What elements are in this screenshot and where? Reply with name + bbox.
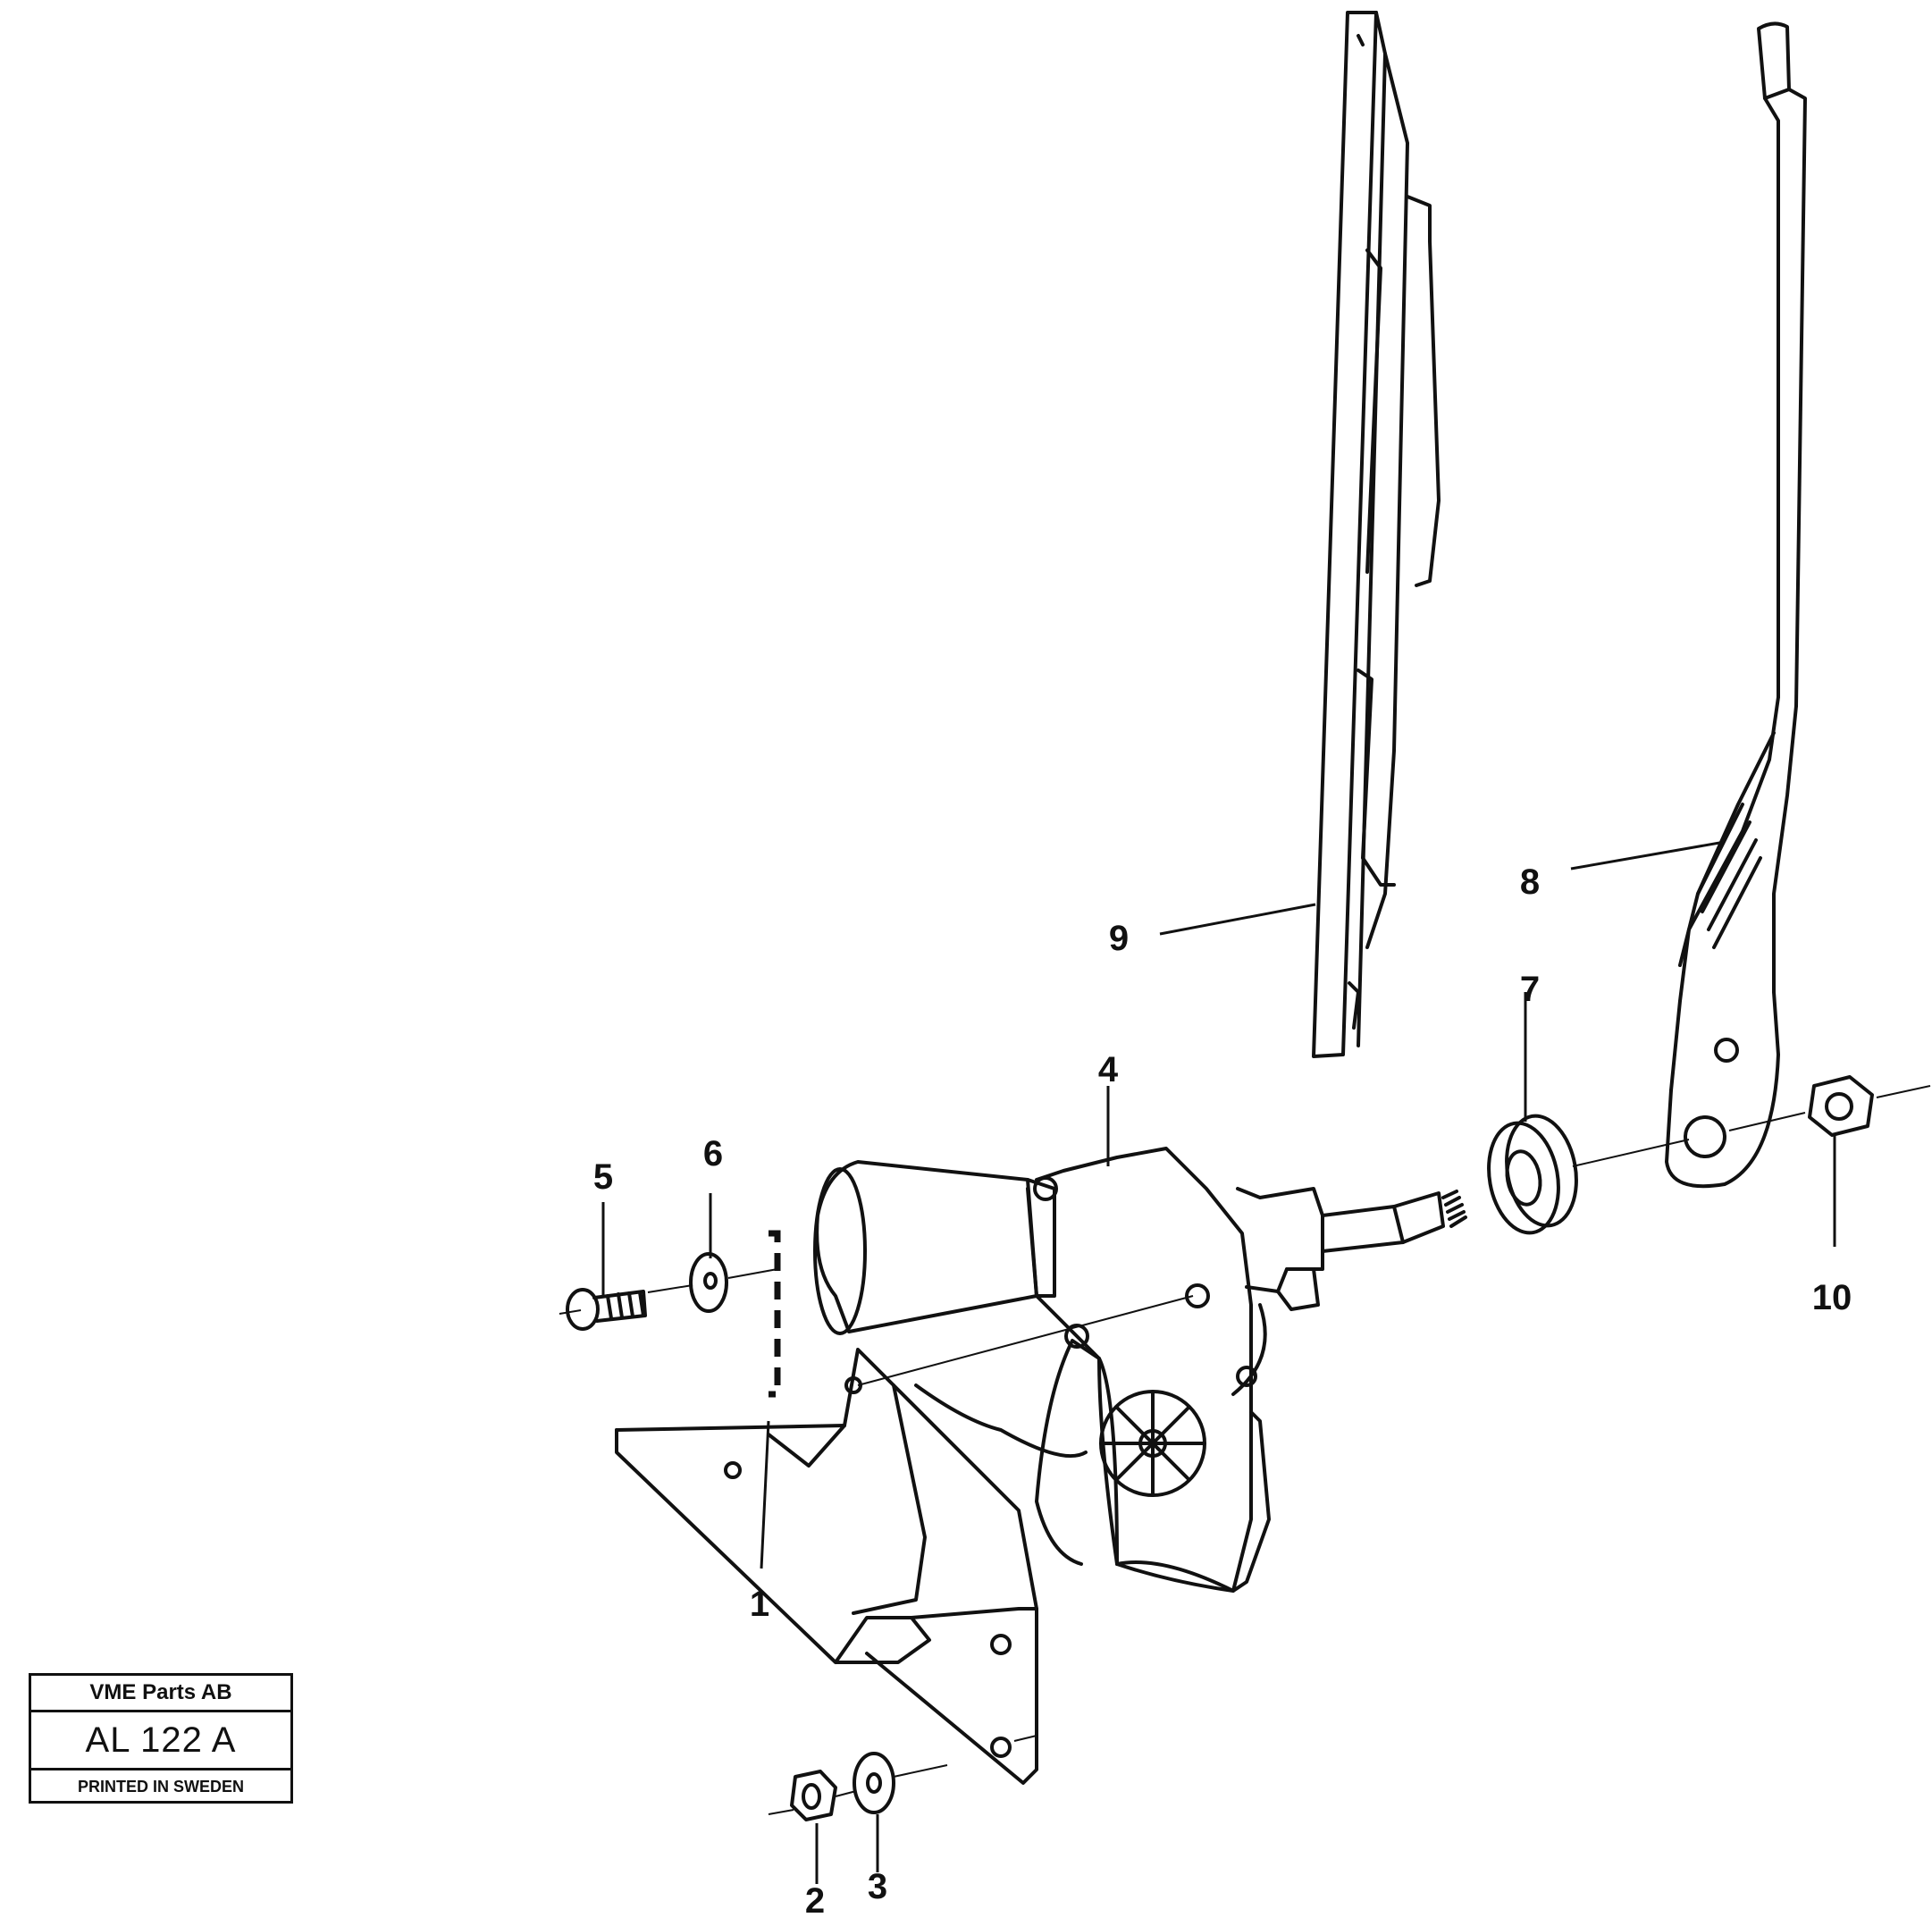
callout-1: 1 [750, 1585, 769, 1624]
callout-2: 2 [805, 1881, 825, 1921]
callout-6: 6 [703, 1134, 723, 1173]
washer-lower [853, 1752, 895, 1814]
drawing-number: AL 122 A [31, 1712, 290, 1770]
callout-4: 4 [1098, 1050, 1119, 1089]
title-block: VME Parts AB AL 122 A PRINTED IN SWEDEN [29, 1673, 293, 1804]
rubber-grommet [1487, 1114, 1578, 1235]
wiper-motor [813, 1147, 1467, 1593]
washer-upper [689, 1252, 728, 1313]
callout-labels: 9 8 7 4 5 6 10 1 2 3 [593, 862, 1852, 1921]
nut-lower [790, 1770, 837, 1821]
leader-lines [601, 840, 1836, 1884]
assembly-axis-lines [559, 1085, 1931, 1815]
printed-note: PRINTED IN SWEDEN [77, 1777, 244, 1796]
callout-8: 8 [1520, 862, 1540, 902]
mounting-bracket [615, 1348, 1088, 1785]
wiper-arm [1665, 21, 1807, 1189]
callout-3: 3 [868, 1867, 887, 1906]
company-name: VME Parts AB [31, 1676, 290, 1712]
hidden-edge-dashed [769, 1230, 781, 1398]
callout-9: 9 [1109, 919, 1129, 958]
callout-7: 7 [1520, 970, 1540, 1009]
lock-nut [1808, 1075, 1874, 1137]
wiper-blade [1312, 11, 1441, 1058]
callout-5: 5 [593, 1157, 613, 1197]
screw [566, 1288, 647, 1331]
callout-10: 10 [1812, 1278, 1852, 1317]
